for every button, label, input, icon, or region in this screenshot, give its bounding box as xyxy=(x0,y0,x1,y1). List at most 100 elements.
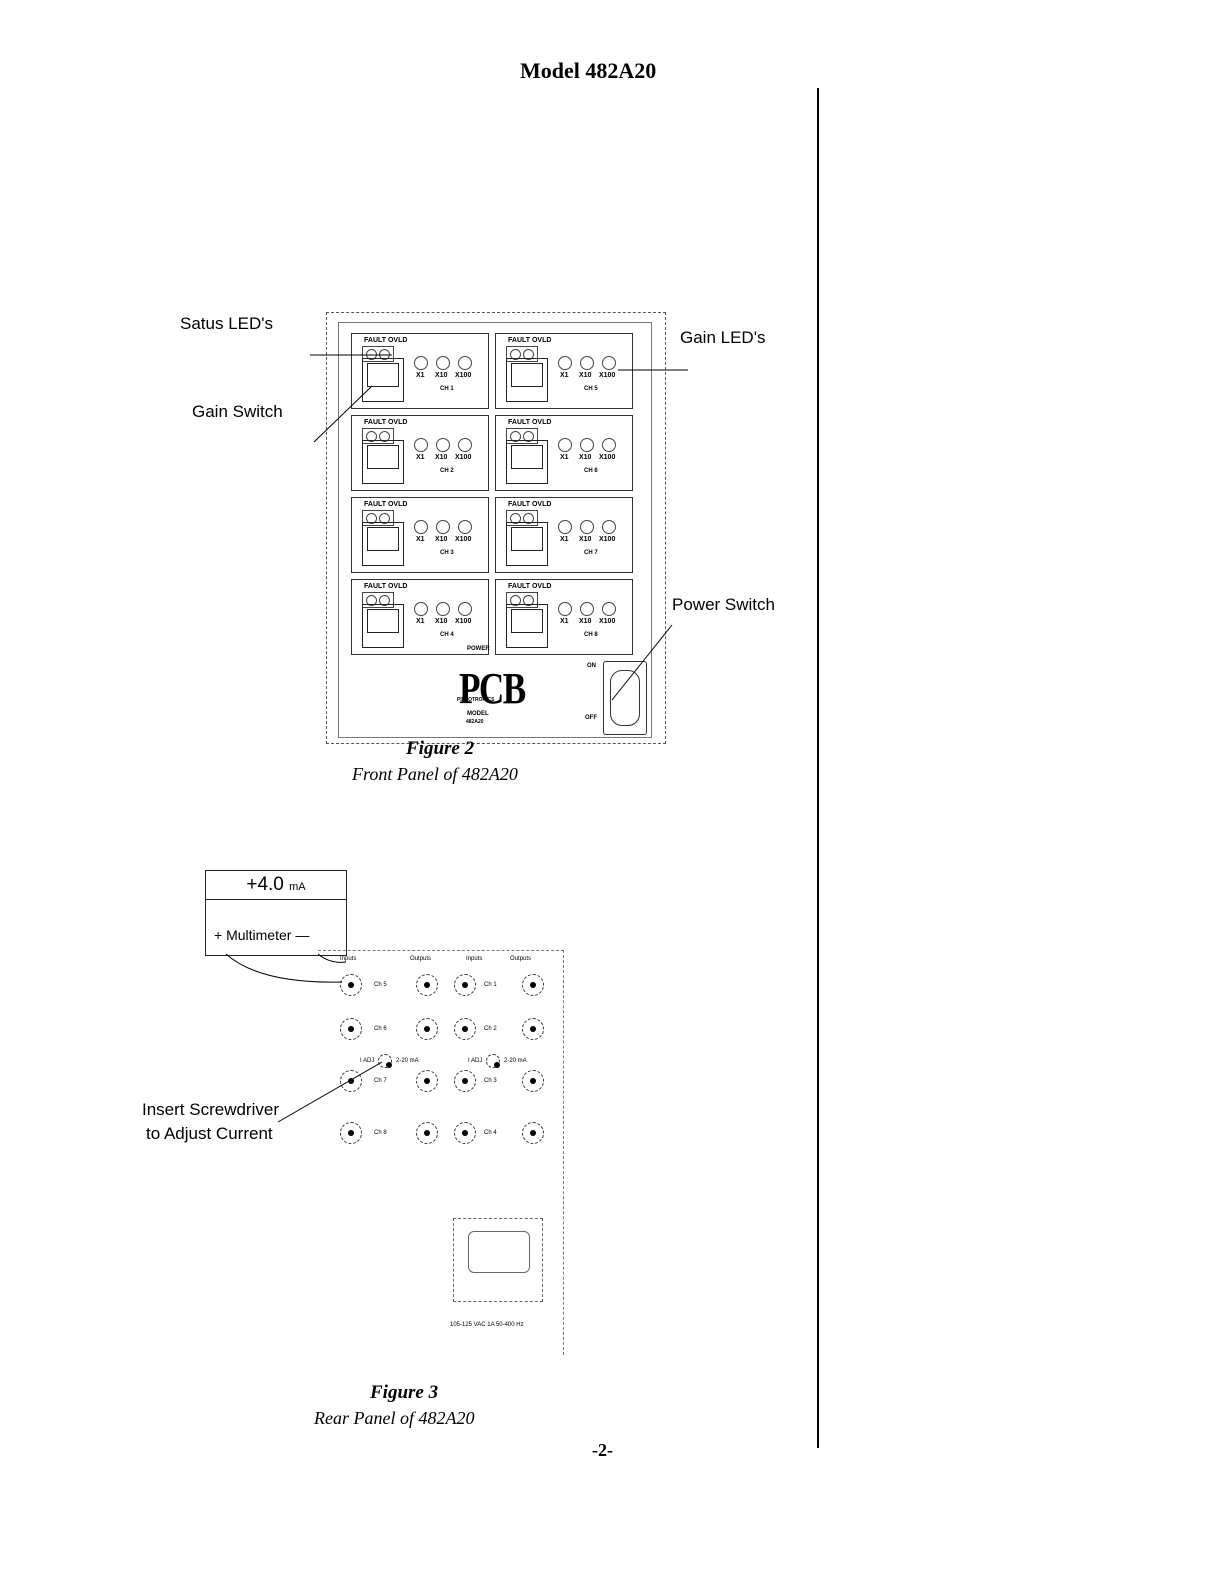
input-bnc-left[interactable] xyxy=(340,1122,362,1144)
multimeter: +4.0 mA + Multimeter — xyxy=(205,870,347,956)
fault-led-icon xyxy=(510,349,521,360)
channel-id-label: CH 6 xyxy=(584,468,598,474)
input-bnc-left[interactable] xyxy=(340,1070,362,1092)
outputs-label-right: Outputs xyxy=(510,956,532,962)
rear-channel-label-right: Ch 4 xyxy=(484,1130,497,1136)
output-bnc-right[interactable] xyxy=(522,974,544,996)
power-rocker-switch[interactable] xyxy=(603,661,647,735)
gain-label: X100 xyxy=(599,536,616,543)
gain-led-x10-icon xyxy=(580,356,594,370)
output-bnc-left[interactable] xyxy=(416,1018,438,1040)
gain-led-x10-icon xyxy=(436,520,450,534)
input-bnc-right[interactable] xyxy=(454,974,476,996)
fault-led-icon xyxy=(510,595,521,606)
front-panel-outline xyxy=(326,312,666,744)
fault-ovld-label: FAULT OVLD xyxy=(508,583,552,590)
gain-led-x10-icon xyxy=(580,602,594,616)
input-bnc-right[interactable] xyxy=(454,1070,476,1092)
outputs-label-left: Outputs xyxy=(410,956,432,962)
gain-label: X1 xyxy=(560,536,569,543)
rear-channel-label-left: Ch 8 xyxy=(374,1130,387,1136)
gain-led-x10-icon xyxy=(436,356,450,370)
rear-channel-label-right: Ch 1 xyxy=(484,982,497,988)
rear-channel-label-right: Ch 3 xyxy=(484,1078,497,1084)
output-bnc-right[interactable] xyxy=(522,1070,544,1092)
channel-id-label: CH 5 xyxy=(584,386,598,392)
gain-switch[interactable] xyxy=(362,440,404,484)
fault-ovld-label: FAULT OVLD xyxy=(508,501,552,508)
plus-terminal-icon: + xyxy=(214,927,223,943)
gain-led-x1-icon xyxy=(558,438,572,452)
status-led-pair xyxy=(362,592,394,608)
input-bnc-right[interactable] xyxy=(454,1018,476,1040)
gain-label: X10 xyxy=(579,372,592,379)
output-bnc-right[interactable] xyxy=(522,1018,544,1040)
channel-id-label: CH 2 xyxy=(440,468,454,474)
current-adjust-screw-right[interactable] xyxy=(486,1054,500,1068)
fault-ovld-label: FAULT OVLD xyxy=(364,501,408,508)
gain-led-x100-icon xyxy=(602,356,616,370)
output-bnc-left[interactable] xyxy=(416,1122,438,1144)
brand-label: PIEZOTRONICS xyxy=(457,697,495,703)
current-adjust-screw-left[interactable] xyxy=(378,1054,392,1068)
input-bnc-right[interactable] xyxy=(454,1122,476,1144)
gain-switch[interactable] xyxy=(506,440,548,484)
model-number-label: 482A20 xyxy=(466,719,484,725)
gain-led-x100-icon xyxy=(602,520,616,534)
output-bnc-right[interactable] xyxy=(522,1122,544,1144)
channel-id-label: CH 7 xyxy=(584,550,598,556)
gain-switch[interactable] xyxy=(362,358,404,402)
status-led-pair xyxy=(506,428,538,444)
fault-ovld-label: FAULT OVLD xyxy=(364,583,408,590)
multimeter-reading: +4.0 xyxy=(246,874,284,895)
gain-switch[interactable] xyxy=(506,522,548,566)
column-rule xyxy=(817,88,819,1448)
gain-label: X100 xyxy=(599,372,616,379)
gain-switch[interactable] xyxy=(362,522,404,566)
gain-label: X10 xyxy=(435,536,448,543)
overload-led-icon xyxy=(523,595,534,606)
gain-led-x100-icon xyxy=(458,356,472,370)
status-leds-callout: Satus LED's xyxy=(180,314,274,333)
fault-ovld-label: FAULT OVLD xyxy=(364,419,408,426)
channel-module: FAULT OVLD X1 X10 X100 CH 7 xyxy=(495,497,633,573)
inputs-label-right: Inputs xyxy=(466,956,483,962)
overload-led-icon xyxy=(379,513,390,524)
multimeter-unit: mA xyxy=(289,881,306,893)
gain-led-x1-icon xyxy=(414,438,428,452)
multimeter-label: Multimeter xyxy=(226,927,292,943)
gain-label: X100 xyxy=(455,454,472,461)
gain-led-x100-icon xyxy=(458,602,472,616)
output-bnc-left[interactable] xyxy=(416,1070,438,1092)
screwdriver-callout-line1: Insert Screwdriver xyxy=(142,1100,279,1119)
status-led-pair xyxy=(506,346,538,362)
rear-channel-label-left: Ch 6 xyxy=(374,1026,387,1032)
range-label-right: 2-20 mA xyxy=(504,1058,527,1064)
iadj-label-left: I ADJ xyxy=(360,1058,375,1064)
figure3-caption: Rear Panel of 482A20 xyxy=(314,1408,475,1428)
gain-switch[interactable] xyxy=(506,358,548,402)
gain-switch[interactable] xyxy=(506,604,548,648)
figure3-label: Figure 3 xyxy=(370,1382,439,1403)
input-bnc-left[interactable] xyxy=(340,974,362,996)
off-label: OFF xyxy=(585,715,597,721)
gain-led-x10-icon xyxy=(580,520,594,534)
output-bnc-left[interactable] xyxy=(416,974,438,996)
gain-led-x1-icon xyxy=(414,602,428,616)
multimeter-display: +4.0 mA xyxy=(206,871,346,900)
gain-led-x1-icon xyxy=(558,602,572,616)
page-number: -2- xyxy=(592,1440,613,1460)
gain-switch[interactable] xyxy=(362,604,404,648)
gain-label: X10 xyxy=(579,454,592,461)
gain-label: X10 xyxy=(579,536,592,543)
gain-leds-callout: Gain LED's xyxy=(680,328,766,347)
input-bnc-left[interactable] xyxy=(340,1018,362,1040)
status-led-pair xyxy=(506,510,538,526)
gain-label: X10 xyxy=(435,618,448,625)
gain-label: X10 xyxy=(435,454,448,461)
inputs-label-left: Inputs xyxy=(340,956,357,962)
